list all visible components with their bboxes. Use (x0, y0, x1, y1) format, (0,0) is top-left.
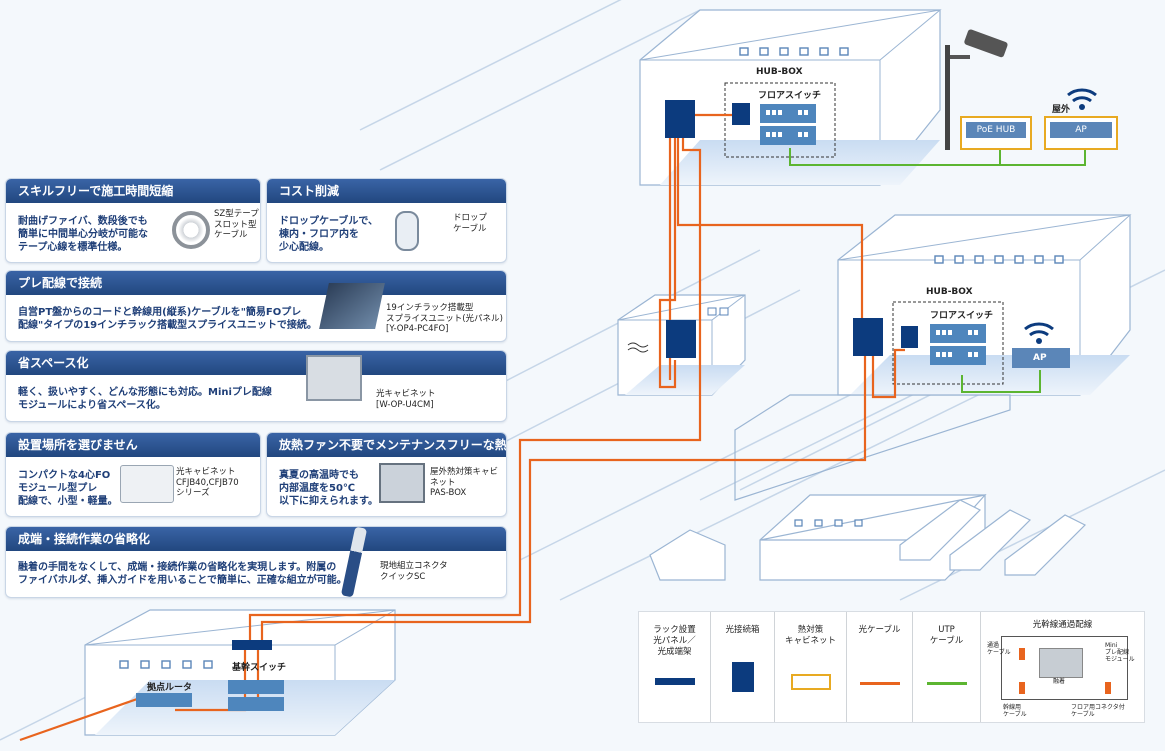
legend-trunk-label: 光幹線通過配線 (1032, 620, 1093, 630)
card-skill-free: スキルフリーで施工時間短縮 耐曲げファイバ、数段後でも 簡単に中間単心分岐が可能… (5, 178, 261, 263)
legend-rack-swatch (655, 678, 695, 685)
cfjb-cabinet-icon (120, 465, 174, 503)
card-space-saving-title: 省スペース化 (6, 351, 506, 375)
outdoor-label: 屋外 (1052, 105, 1071, 115)
floor-switch-label-top: フロアスイッチ (758, 91, 822, 101)
ap-box-outdoor: AP (1044, 116, 1118, 150)
card-placement: 設置場所を選びません コンパクトな4心FO モジュール型プレ 配線で、小型・軽量… (5, 432, 261, 517)
legend-trunk-connector-a (1019, 648, 1025, 660)
optical-cabinet-icon (306, 355, 362, 401)
card-pre-wiring: プレ配線で接続 自営PT盤からのコードと幹線用(縦系)ケーブルを"簡易FOプレ … (5, 270, 507, 342)
legend-trunk-frame (1001, 636, 1128, 700)
hub-box-mid (892, 301, 1004, 385)
ap-label-mid: AP (1033, 353, 1047, 363)
card-heat-body: 真夏の高温時でも 内部温度を50℃ 以下に抑えられます。 (279, 470, 378, 507)
hubbox-label-top: HUB-BOX (756, 67, 803, 77)
hub-box-top (724, 82, 836, 158)
legend-floor-cable-label: フロア用コネクタ付 ケーブル (1071, 704, 1125, 718)
legend-drop-cable-label: 通過 ケーブル (987, 642, 1011, 656)
card-heat-title: 放熱ファン不要でメンテナンスフリーな熱対策 (267, 433, 506, 457)
card-space-saving-caption: 光キャビネット [W-OP-U4CM] (376, 389, 436, 410)
ap-label-outdoor: AP (1050, 122, 1112, 138)
card-heat: 放熱ファン不要でメンテナンスフリーな熱対策 真夏の高温時でも 内部温度を50℃ … (266, 432, 507, 517)
card-pre-wiring-body: 自営PT盤からのコードと幹線用(縦系)ケーブルを"簡易FOプレ 配線"タイプの1… (18, 307, 317, 331)
legend-trunk: 光幹線通過配線 通過 ケーブル Mini プレ配線 モジュール 融着 幹線用 ケ… (981, 612, 1144, 722)
card-space-saving: 省スペース化 軽く、扱いやすく、どんな形態にも対応。Miniプレ配線 モジュール… (5, 350, 507, 422)
hubbox-label-mid: HUB-BOX (926, 287, 973, 297)
card-skill-free-body: 耐曲げファイバ、数段後でも 簡単に中間単心分岐が可能な テープ心線を標準仕様。 (18, 216, 148, 253)
pas-box-icon (379, 463, 425, 503)
wifi-icon (1024, 88, 1097, 337)
sz-cable-icon (172, 211, 210, 249)
legend-closure-swatch (732, 662, 754, 692)
switches (136, 104, 1070, 711)
legend-closure-label: 光接続箱 (725, 625, 760, 635)
legend: ラック設置 光パネル／ 光成端架 光接続箱 熱対策 キャビネット 光ケーブル U… (638, 611, 1145, 723)
legend-rack: ラック設置 光パネル／ 光成端架 (639, 612, 711, 722)
legend-utp-swatch (927, 682, 967, 685)
card-placement-caption: 光キャビネット CFJB40,CFJB70 シリーズ (176, 467, 239, 498)
card-space-saving-body: 軽く、扱いやすく、どんな形態にも対応。Miniプレ配線 モジュールにより省スペー… (18, 387, 272, 411)
card-pre-wiring-title: プレ配線で接続 (6, 271, 506, 295)
card-placement-title: 設置場所を選びません (6, 433, 260, 457)
legend-heat: 熱対策 キャビネット (775, 612, 847, 722)
legend-fiber-swatch (860, 682, 900, 685)
card-heat-caption: 屋外熱対策キャビネット PAS-BOX (430, 467, 499, 498)
legend-mini-module-label: Mini プレ配線 モジュール (1105, 642, 1135, 663)
devices (232, 100, 918, 650)
legend-utp: UTP ケーブル (913, 612, 981, 722)
card-cost-caption: ドロップ ケーブル (453, 213, 488, 234)
core-switch-label: 基幹スイッチ (232, 663, 287, 673)
camera-icon (945, 29, 1008, 150)
card-termination-caption: 現地組立コネクタ クイックSC (380, 561, 448, 582)
floor-switch-label-mid: フロアスイッチ (930, 311, 994, 321)
card-termination-body: 融着の手間をなくして、成端・接続作業の省略化を実現します。附属の ファイバホルダ… (18, 562, 347, 586)
router-label: 拠点ルータ (147, 683, 193, 693)
poe-hub-box: PoE HUB (960, 116, 1032, 150)
legend-fusion-label: 融着 (1053, 678, 1066, 685)
legend-heat-label: 熱対策 キャビネット (784, 625, 836, 646)
legend-trunk-connector-b (1019, 682, 1025, 694)
splice-unit-icon (319, 283, 385, 329)
warehouse (649, 394, 1087, 581)
card-cost: コスト削減 ドロップケーブルで、 棟内・フロア内を 少心配線。 ドロップ ケーブ… (266, 178, 507, 263)
drop-cable-icon (395, 211, 419, 251)
utp-cables (789, 140, 1086, 393)
legend-fiber-label: 光ケーブル (858, 625, 901, 635)
card-placement-body: コンパクトな4心FO モジュール型プレ 配線で、小型・軽量。 (18, 470, 118, 507)
legend-trunk-cable-label: 幹線用 ケーブル (1003, 704, 1027, 718)
card-cost-title: コスト削減 (267, 179, 506, 203)
building-mid-right (837, 214, 1132, 396)
card-termination: 成端・接続作業の省略化 融着の手間をなくして、成端・接続作業の省略化を実現します… (5, 526, 507, 598)
building-top (639, 9, 942, 186)
card-cost-body: ドロップケーブルで、 棟内・フロア内を 少心配線。 (279, 216, 378, 253)
legend-rack-label: ラック設置 光パネル／ 光成端架 (653, 625, 696, 657)
legend-fiber: 光ケーブル (847, 612, 913, 722)
card-skill-free-caption: SZ型テープ スロット型 ケーブル (214, 209, 259, 240)
legend-heat-swatch (791, 674, 831, 690)
legend-trunk-connector-c (1105, 682, 1111, 694)
legend-closure: 光接続箱 (711, 612, 775, 722)
card-pre-wiring-caption: 19インチラック搭載型 スプライスユニット(光パネル) [Y-OP4-PC4FO… (386, 303, 503, 334)
poe-hub-label: PoE HUB (966, 122, 1026, 138)
legend-mini-module (1039, 648, 1083, 678)
card-termination-title: 成端・接続作業の省略化 (6, 527, 506, 551)
legend-utp-label: UTP ケーブル (929, 625, 964, 646)
card-skill-free-title: スキルフリーで施工時間短縮 (6, 179, 260, 203)
